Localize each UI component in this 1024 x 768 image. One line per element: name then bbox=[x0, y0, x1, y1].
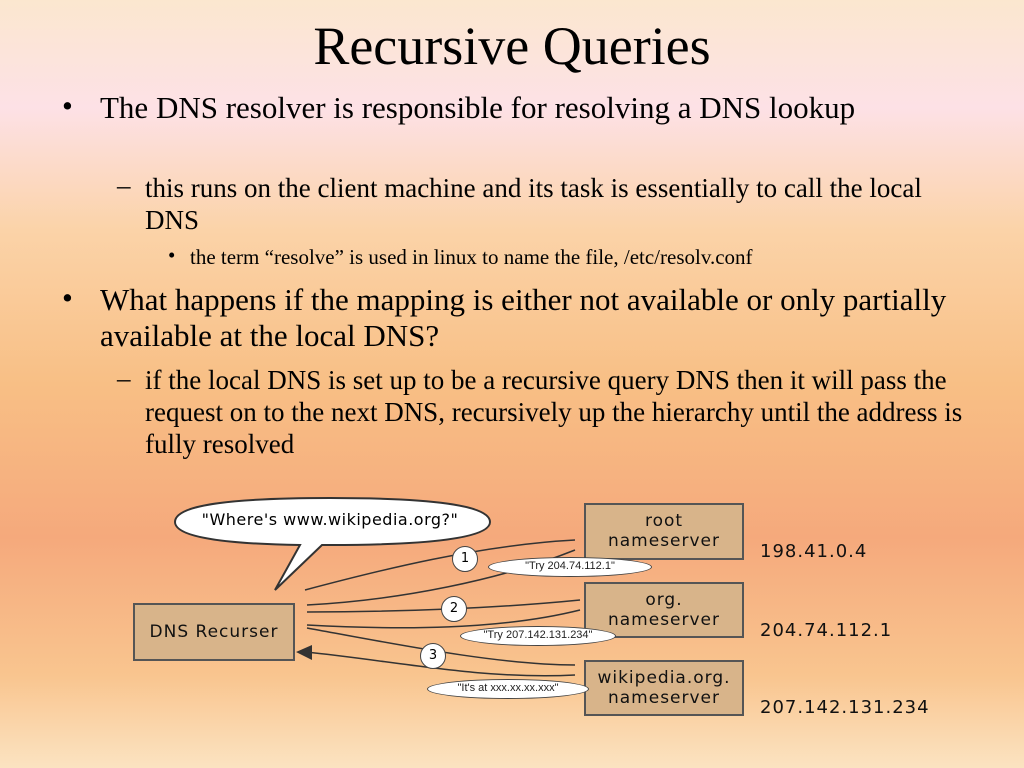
bullet-marker: – bbox=[117, 170, 131, 200]
bullet-item: the term “resolve” is used in linux to n… bbox=[190, 245, 753, 269]
slide-title: Recursive Queries bbox=[313, 16, 711, 76]
reply-label: "Try 204.74.112.1" bbox=[488, 557, 652, 577]
bullet-marker: • bbox=[168, 243, 176, 267]
speech-bubble bbox=[173, 496, 492, 591]
step-number: 1 bbox=[452, 546, 478, 572]
bullet-marker: • bbox=[62, 280, 73, 315]
bullet-item: The DNS resolver is responsible for reso… bbox=[100, 90, 856, 125]
dns-recurser-box: DNS Recurser bbox=[133, 603, 295, 661]
server-ip: 204.74.112.1 bbox=[760, 620, 893, 641]
server-ip: 198.41.0.4 bbox=[760, 541, 868, 562]
server-name: nameserver bbox=[607, 531, 721, 551]
server-name: wikipedia.org. bbox=[597, 668, 731, 688]
query-line-3 bbox=[306, 627, 576, 666]
wikipedia-nameserver-box: wikipedia.org. nameserver bbox=[584, 660, 744, 716]
reply-line-2 bbox=[306, 609, 581, 629]
reply-label: "It's at xxx.xx.xx.xxx" bbox=[427, 679, 589, 699]
bullet-item: What happens if the mapping is either no… bbox=[100, 282, 947, 353]
step-number: 3 bbox=[420, 643, 446, 669]
server-name: nameserver bbox=[607, 610, 721, 630]
root-nameserver-box: root nameserver bbox=[584, 503, 744, 560]
server-name: org. bbox=[645, 590, 683, 610]
query-line-1 bbox=[304, 539, 576, 591]
speech-text: "Where's www.wikipedia.org?" bbox=[201, 510, 459, 529]
server-name: nameserver bbox=[607, 688, 721, 708]
bullet-marker: • bbox=[62, 88, 73, 123]
arrowhead bbox=[296, 645, 312, 660]
org-nameserver-box: org. nameserver bbox=[584, 582, 744, 638]
bullet-marker: – bbox=[117, 363, 131, 393]
server-ip: 207.142.131.234 bbox=[760, 697, 930, 718]
reply-label: "Try 207.142.131.234" bbox=[460, 626, 616, 646]
step-number: 2 bbox=[441, 596, 467, 622]
server-name: root bbox=[644, 511, 684, 531]
bullet-item: this runs on the client machine and its … bbox=[145, 173, 922, 235]
bullet-item: if the local DNS is set up to be a recur… bbox=[145, 365, 963, 459]
